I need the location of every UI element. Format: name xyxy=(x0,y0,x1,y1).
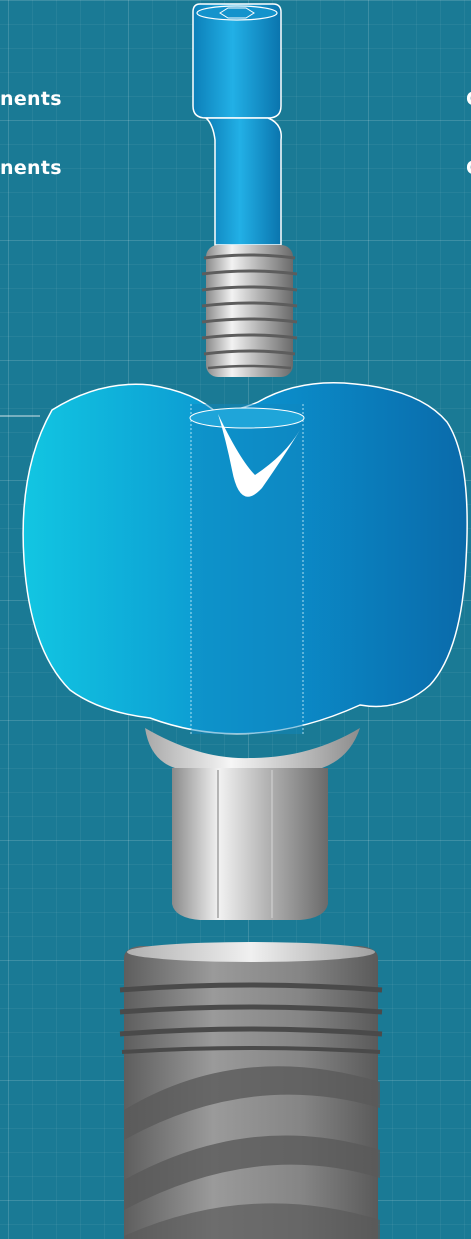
screw-threads xyxy=(202,245,297,377)
abutment xyxy=(145,728,360,920)
abutment-screw xyxy=(193,4,297,377)
dental-crown xyxy=(23,383,467,734)
implant-fixture xyxy=(120,942,382,1239)
